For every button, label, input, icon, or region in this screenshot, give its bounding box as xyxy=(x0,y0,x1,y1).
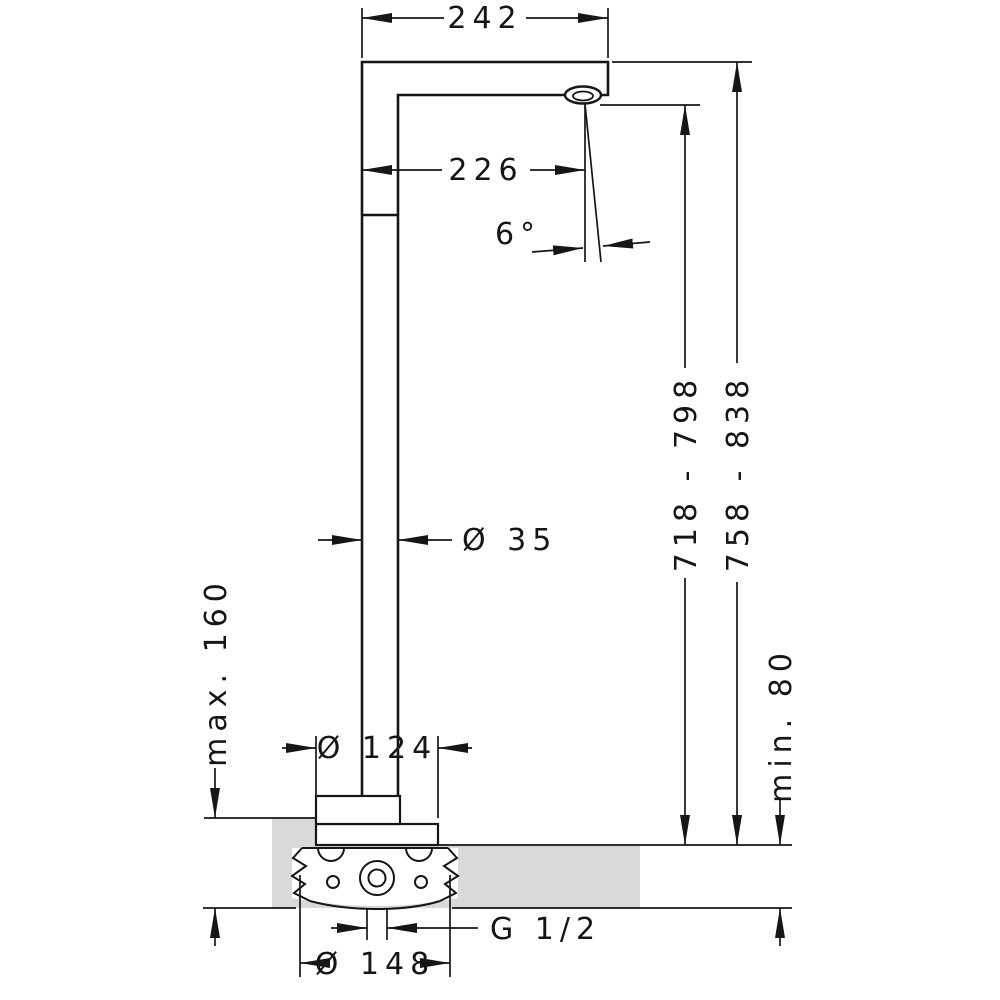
dimension-242: 242 xyxy=(361,1,609,58)
concealed-installation-body xyxy=(290,847,460,911)
dimension-label-height-spout: 718 - 798 xyxy=(669,374,704,572)
installation-body-arc-right xyxy=(405,847,433,862)
installation-body-arc-left xyxy=(317,847,345,862)
installation-body-flange-right xyxy=(439,847,460,902)
connection-boss-inner xyxy=(367,868,387,888)
dimension-label-g-half: G 1/2 xyxy=(490,912,601,947)
angle-arrow-left xyxy=(531,245,584,256)
dimension-dia-124: Ø 124 xyxy=(282,731,472,818)
riser-and-arm-outline xyxy=(360,60,610,796)
connection-boss-outer xyxy=(359,860,395,896)
floor-sections xyxy=(203,817,792,909)
dimension-max-160: max. 160 xyxy=(199,577,234,946)
dimension-718-798: 718 - 798 xyxy=(600,104,704,845)
spout-tilt-line xyxy=(584,103,602,263)
angle-arrow-right xyxy=(602,238,651,249)
spout-fixture xyxy=(360,60,610,796)
dimension-label-angle: 6° xyxy=(495,217,541,252)
spout-outlet-inner xyxy=(572,90,594,102)
dimension-label-min-80: min. 80 xyxy=(764,647,799,803)
dimension-label-242: 242 xyxy=(447,1,522,36)
dimension-dia-35: Ø 35 xyxy=(318,523,557,558)
dimension-label-226: 226 xyxy=(448,153,523,188)
base-clamp xyxy=(314,794,402,826)
fixing-screw-right xyxy=(414,875,428,889)
dimension-min-80: min. 80 xyxy=(764,647,799,946)
installation-body-bottom-line xyxy=(309,900,441,911)
dimension-angle-6deg: 6° xyxy=(495,103,651,263)
dimension-226: 226 xyxy=(362,153,585,188)
dimension-label-dia-35: Ø 35 xyxy=(462,523,557,558)
dimension-g-half: G 1/2 xyxy=(331,908,601,947)
dimension-label-height-overall: 758 - 838 xyxy=(721,374,756,572)
installation-body-flange-left xyxy=(290,847,311,902)
base-escutcheon xyxy=(314,822,440,847)
fixing-screw-left xyxy=(326,875,340,889)
fixture-base xyxy=(314,794,440,847)
dimension-label-dia-148: Ø 148 xyxy=(315,947,435,982)
dimension-dia-148: Ø 148 xyxy=(299,875,451,982)
installation-body-fill xyxy=(292,848,458,906)
dimension-label-max-160: max. 160 xyxy=(199,577,234,767)
dimension-758-838: 758 - 838 xyxy=(612,61,756,845)
spout-outlet-ellipse xyxy=(563,85,603,105)
dimension-label-dia-124: Ø 124 xyxy=(317,731,437,766)
